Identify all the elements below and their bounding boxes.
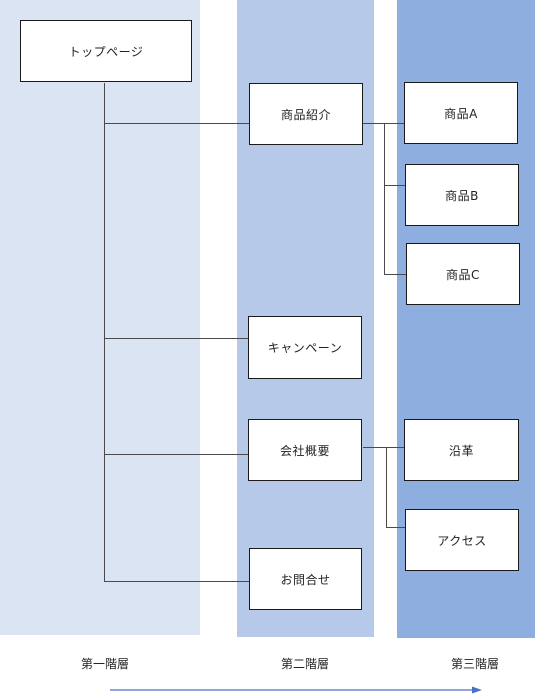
node-product-c[interactable]: 商品C: [406, 243, 520, 305]
connector-to-campaign: [104, 338, 248, 339]
connector-to-product-c: [384, 274, 406, 275]
connector-to-access: [386, 527, 405, 528]
connector-to-company: [104, 454, 248, 455]
node-product-b[interactable]: 商品B: [405, 164, 519, 226]
connector-to-product-b: [384, 185, 405, 186]
level3-label: 第三階層: [450, 657, 499, 671]
connector-products-out: [363, 123, 404, 124]
connector-trunk-products: [384, 123, 385, 274]
connector-to-contact: [104, 581, 249, 582]
node-products[interactable]: 商品紹介: [249, 83, 363, 145]
node-contact[interactable]: お問合せ: [249, 548, 362, 610]
node-campaign[interactable]: キャンペーン: [248, 316, 362, 379]
node-company[interactable]: 会社概要: [248, 419, 362, 481]
connector-trunk-company: [386, 447, 387, 528]
node-top-page[interactable]: トップページ: [20, 20, 192, 82]
connector-company-out: [363, 447, 404, 448]
node-product-a[interactable]: 商品A: [404, 82, 518, 144]
node-access[interactable]: アクセス: [405, 509, 519, 571]
level1-label: 第一階層: [80, 657, 129, 671]
level1-column: [0, 0, 200, 635]
level2-label: 第二階層: [280, 657, 329, 671]
connector-trunk-level1: [104, 83, 105, 581]
node-history[interactable]: 沿革: [404, 419, 519, 481]
depth-arrow-icon: [110, 686, 482, 694]
connector-to-products: [104, 123, 249, 124]
